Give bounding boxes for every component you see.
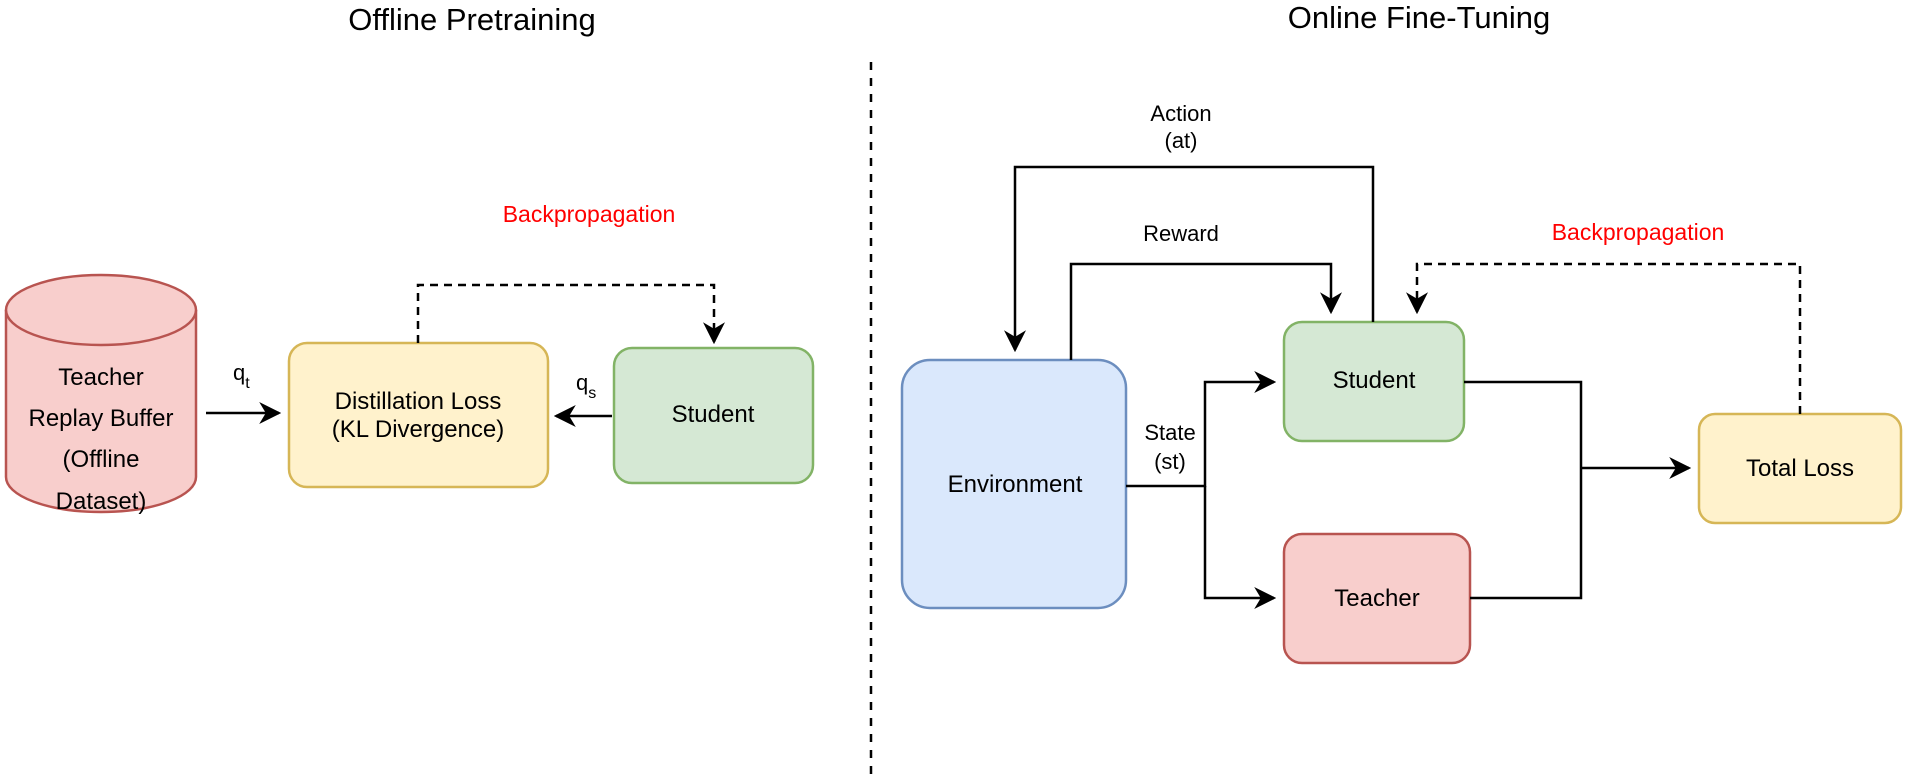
buffer-label-line-3: (Offline — [63, 446, 140, 473]
online-student-label: Student — [1333, 367, 1416, 394]
student-to-total-loss-line — [1464, 380, 1583, 600]
qs-label: qs — [576, 370, 596, 402]
online-backprop-label: Backpropagation — [1552, 219, 1725, 245]
action-arrow — [1004, 165, 1375, 353]
action-label-line-1: Action — [1150, 101, 1211, 126]
environment-label: Environment — [948, 471, 1083, 498]
qt-label: qt — [233, 360, 250, 392]
state-arrow-to-teacher — [1203, 486, 1277, 609]
total-loss-box: Total Loss — [1697, 412, 1903, 525]
buffer-label-line-2: Replay Buffer — [29, 405, 174, 432]
reward-arrow — [1069, 262, 1342, 360]
state-label-line-2: (st) — [1154, 449, 1186, 474]
environment-box: Environment — [900, 358, 1128, 610]
teacher-replay-buffer-cylinder: Teacher Replay Buffer (Offline Dataset) — [4, 273, 198, 515]
offline-student-box: Student — [612, 346, 815, 485]
offline-backprop-arrow — [416, 283, 725, 345]
reward-label: Reward — [1143, 221, 1219, 246]
offline-backprop-label: Backpropagation — [503, 201, 676, 227]
online-teacher-box: Teacher — [1282, 532, 1472, 665]
cylinder-top — [4, 273, 198, 347]
state-label-line-1: State — [1144, 420, 1195, 445]
online-backprop-arrow — [1406, 262, 1802, 414]
action-label-line-2: (at) — [1165, 128, 1198, 153]
online-student-box: Student — [1282, 320, 1466, 443]
cylinder-body — [4, 310, 198, 514]
online-teacher-label: Teacher — [1334, 585, 1419, 612]
distillation-loss-box: Distillation Loss (KL Divergence) — [287, 341, 550, 489]
state-arrow-to-student — [1126, 371, 1277, 488]
title-online-fine-tuning: Online Fine-Tuning — [1288, 0, 1551, 35]
offline-student-label: Student — [672, 401, 755, 428]
buffer-label-line-4: Dataset) — [56, 488, 147, 515]
buffer-label-line-1: Teacher — [58, 364, 143, 391]
total-loss-label: Total Loss — [1746, 455, 1854, 482]
title-offline-pretraining: Offline Pretraining — [348, 2, 596, 37]
distillation-loss-label-line-1: Distillation Loss — [335, 388, 502, 415]
distillation-loss-label-line-2: (KL Divergence) — [332, 416, 505, 443]
